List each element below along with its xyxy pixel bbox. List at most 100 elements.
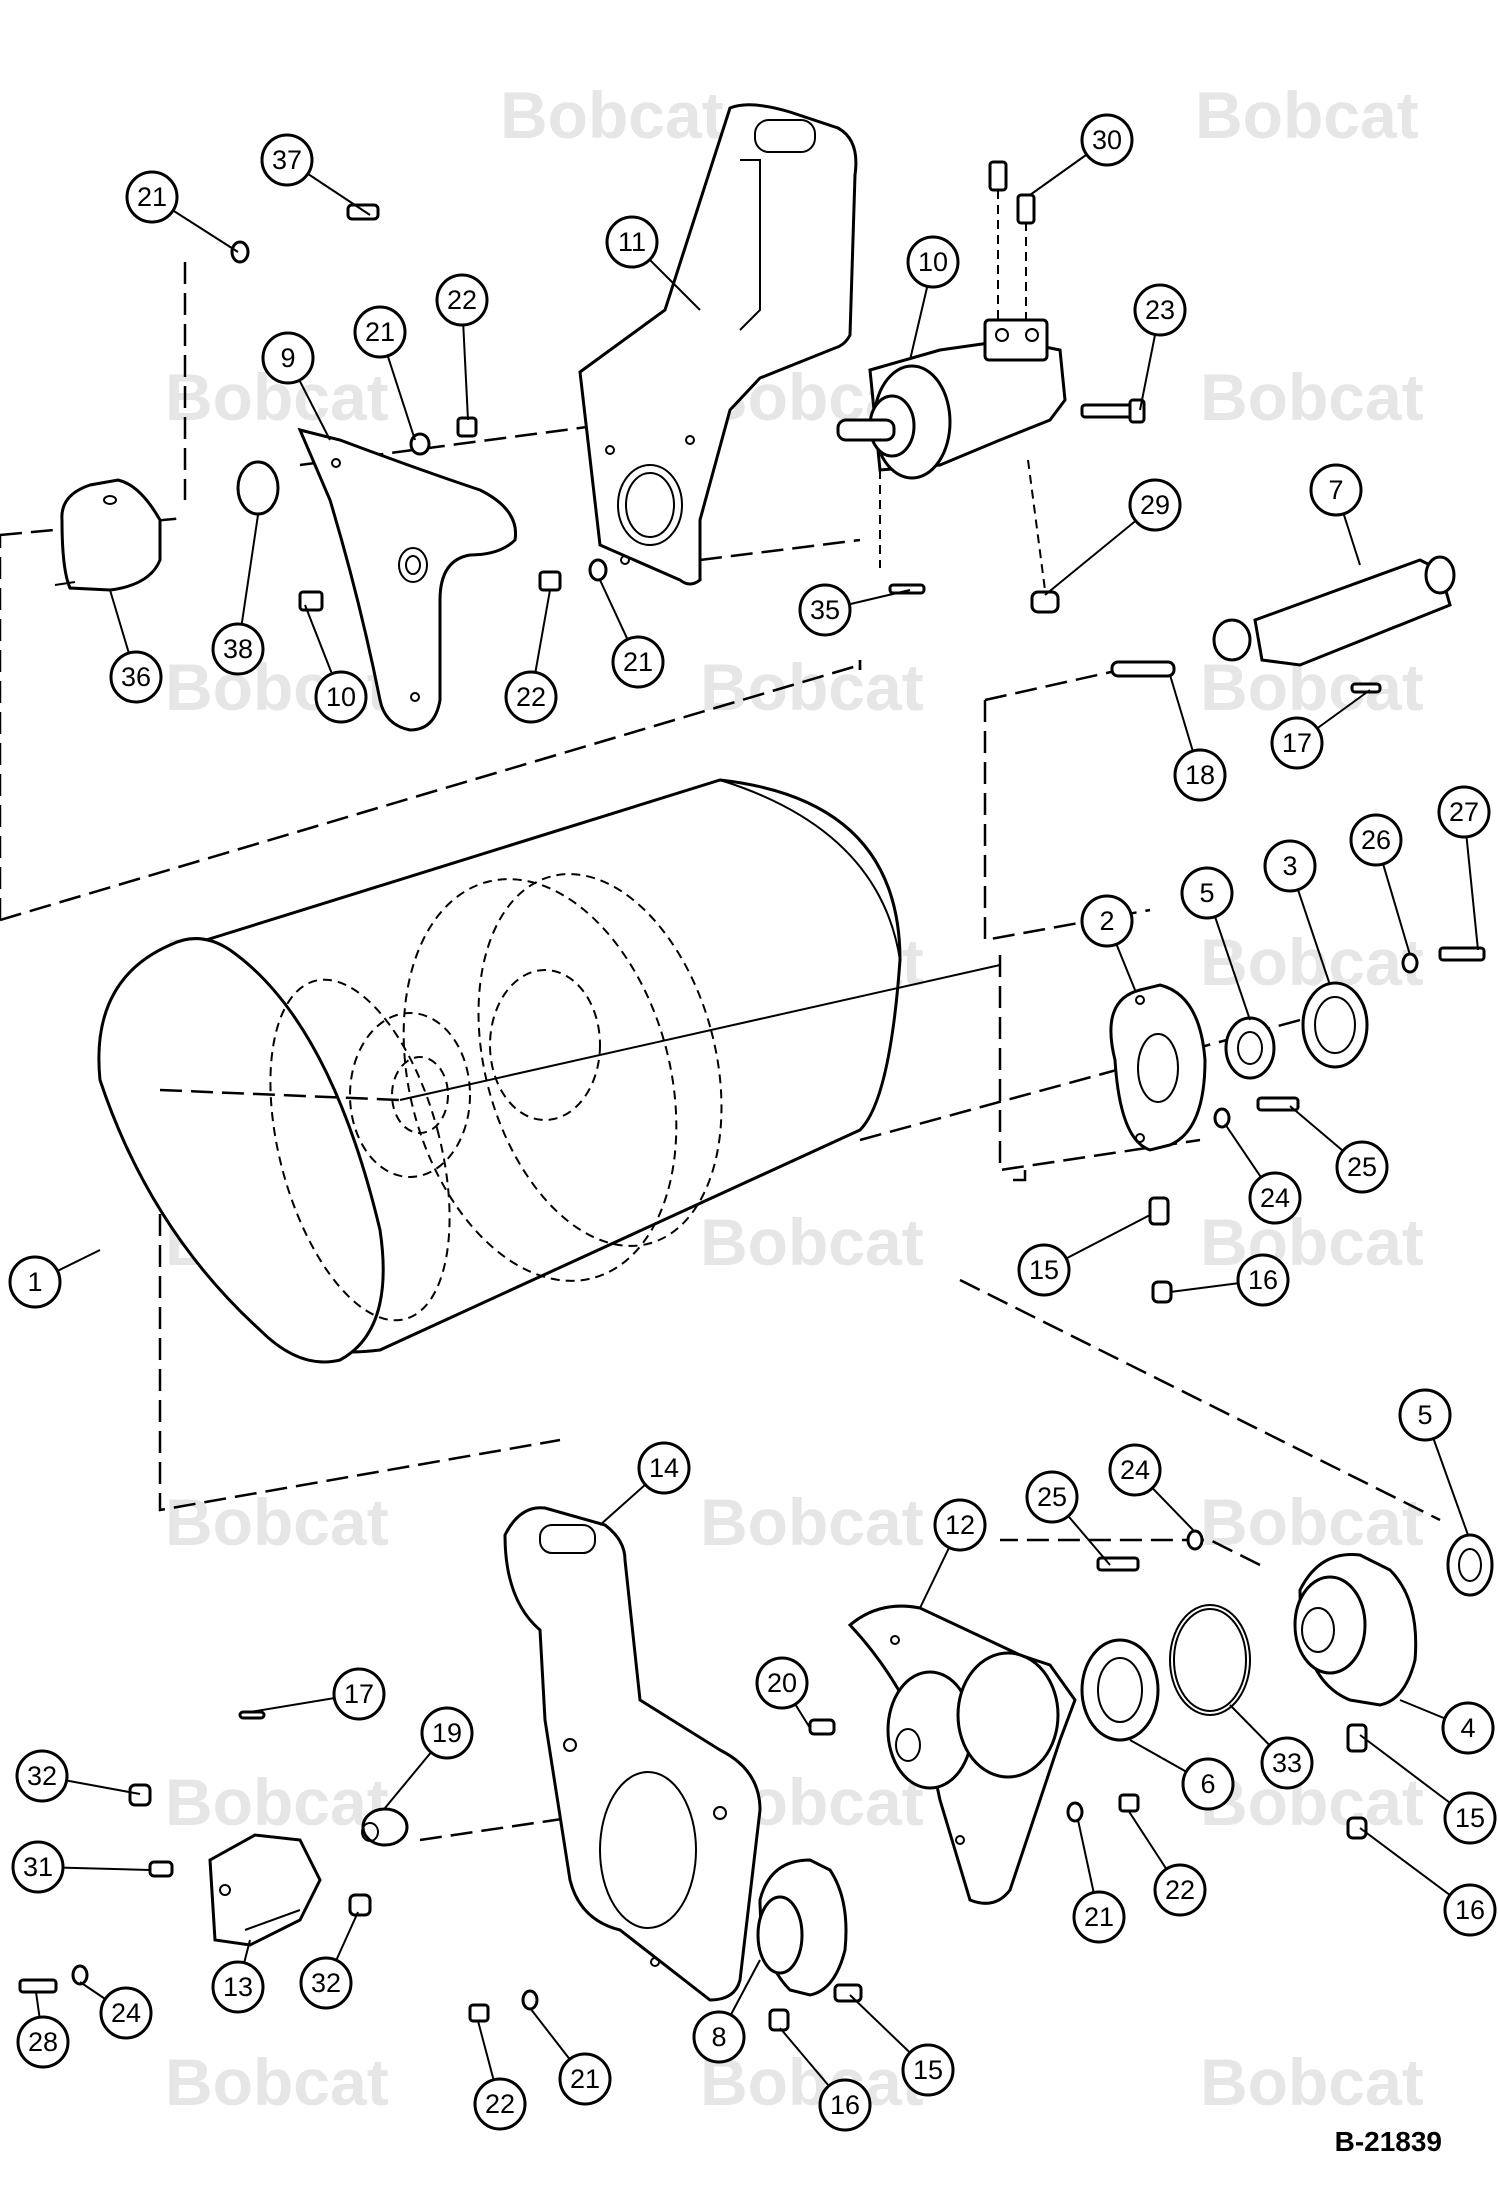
callout-label: 32 [311, 1968, 341, 1998]
part-7-cylinder [1110, 555, 1456, 694]
callout-label: 24 [111, 1998, 141, 2028]
callout-circle [211, 622, 265, 676]
callout-label: 29 [1140, 490, 1170, 520]
callout-29: 29 [1128, 478, 1182, 532]
callout-14: 14 [637, 1441, 691, 1495]
part-30-fittings [988, 160, 1036, 322]
callout-33: 33 [1260, 1736, 1314, 1790]
callout-3: 3 [1263, 839, 1317, 893]
callout-label: 10 [918, 247, 948, 277]
part-10-motor [836, 318, 1067, 480]
callout-circle [818, 2078, 872, 2132]
callout-label: 23 [1145, 295, 1175, 325]
part-23-bolt [1080, 398, 1146, 424]
callout-12: 12 [933, 1498, 987, 1552]
callout-17: 17 [1270, 716, 1324, 770]
callout-circle [1443, 1883, 1497, 1937]
callout-8: 8 [692, 2010, 746, 2064]
callout-circle [1080, 113, 1134, 167]
callout-circle [211, 1960, 265, 2014]
callout-circle [1270, 716, 1324, 770]
part-13-block [208, 1833, 322, 1947]
callout-circle [435, 273, 489, 327]
callout-label: 25 [1037, 1482, 1067, 1512]
figure-number: B-21839 [1334, 2126, 1442, 2157]
callout-label: 16 [1248, 1265, 1278, 1295]
callout-label: 33 [1272, 1748, 1302, 1778]
callout-10: 10 [314, 670, 368, 724]
callout-circle [420, 1706, 474, 1760]
callout-25: 25 [1335, 1140, 1389, 1194]
callout-label: 36 [121, 662, 151, 692]
callout-label: 9 [280, 343, 295, 373]
part-33-oring [1169, 1604, 1251, 1716]
watermark-text: Bobcat [1200, 650, 1424, 724]
callout-38: 38 [211, 622, 265, 676]
callout-circle [906, 235, 960, 289]
callout-circle [299, 1956, 353, 2010]
part-1-drum [97, 778, 1001, 1364]
callout-label: 10 [326, 682, 356, 712]
watermark-text: Bobcat [1200, 1485, 1424, 1559]
part-3-seal [1301, 981, 1369, 1069]
callout-22: 22 [473, 2077, 527, 2131]
part-4-hub [1293, 1552, 1418, 1707]
callout-label: 22 [516, 682, 546, 712]
callout-26: 26 [1349, 813, 1403, 867]
callout-circle [1108, 1443, 1162, 1497]
callout-circle [1153, 1863, 1207, 1917]
callout-circle [1025, 1470, 1079, 1524]
callout-circle [1181, 1757, 1235, 1811]
watermark-text: Bobcat [700, 650, 924, 724]
part-24-25-hardware [1213, 1096, 1300, 1129]
callout-16: 16 [1443, 1883, 1497, 1937]
callout-circle [261, 331, 315, 385]
callout-5: 5 [1398, 1388, 1452, 1442]
callout-circle [1080, 894, 1134, 948]
callout-21: 21 [1072, 1890, 1126, 1944]
callout-7: 7 [1309, 463, 1363, 517]
callout-label: 35 [810, 595, 840, 625]
callout-circle [1398, 1388, 1452, 1442]
callout-label: 12 [945, 1510, 975, 1540]
callout-label: 38 [223, 634, 253, 664]
part-8-hub [756, 1858, 848, 1997]
callout-label: 25 [1347, 1152, 1377, 1182]
callout-13: 13 [211, 1960, 265, 2014]
callout-label: 16 [1455, 1895, 1485, 1925]
callout-circle [314, 670, 368, 724]
watermark-text: Bobcat [165, 1485, 389, 1559]
callout-22: 22 [1153, 1863, 1207, 1917]
callout-35: 35 [798, 583, 852, 637]
callout-27: 27 [1437, 785, 1491, 839]
callout-label: 21 [623, 647, 653, 677]
part-5-bearing [1224, 1016, 1276, 1080]
watermark-text: Bobcat [165, 2045, 389, 2119]
callout-24: 24 [99, 1986, 153, 2040]
callout-label: 8 [711, 2022, 726, 2052]
part-lower-hardware [18, 1529, 1368, 2032]
callout-circle [260, 133, 314, 187]
callout-label: 15 [1029, 1255, 1059, 1285]
callout-label: 21 [1084, 1902, 1114, 1932]
callout-circle [1236, 1253, 1290, 1307]
watermark-text: Bobcat [1200, 1205, 1424, 1279]
part-29-fitting [1027, 459, 1060, 614]
callout-circle [1072, 1890, 1126, 1944]
callout-24: 24 [1248, 1171, 1302, 1225]
callout-circle [1441, 1701, 1495, 1755]
callout-label: 4 [1460, 1713, 1475, 1743]
part-11-bracket [578, 103, 858, 586]
callout-circle [1260, 1736, 1314, 1790]
callout-circle [1309, 463, 1363, 517]
callout-circle [504, 670, 558, 724]
callout-label: 15 [913, 2055, 943, 2085]
callout-circle [15, 1749, 69, 1803]
callout-label: 17 [344, 1679, 374, 1709]
callout-circle [901, 2043, 955, 2097]
callout-label: 7 [1328, 475, 1343, 505]
callout-circle [692, 2010, 746, 2064]
